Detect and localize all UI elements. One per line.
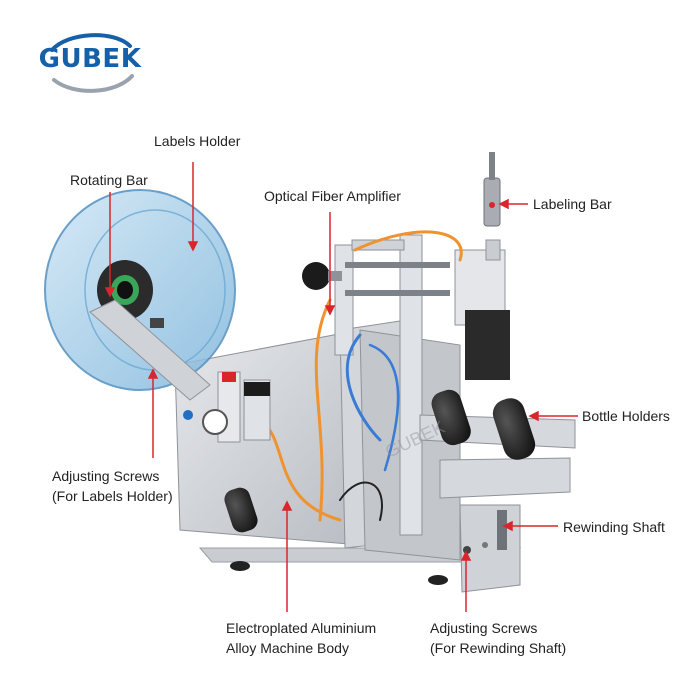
label-labeling-bar: Labeling Bar: [533, 196, 612, 212]
logo-swoosh-icon: [50, 33, 134, 93]
labels-holder-reel: [44, 189, 236, 391]
callout-lines: [104, 162, 578, 612]
bottle-holder-rollers: [224, 389, 576, 533]
label-adjusting-screws-labels-title: Adjusting Screws: [52, 468, 160, 484]
label-rewinding-shaft: Rewinding Shaft: [563, 519, 665, 535]
labeling-head: [454, 152, 510, 380]
rotating-bar-arm: [89, 299, 211, 401]
label-optical-fiber-amplifier: Optical Fiber Amplifier: [264, 188, 401, 204]
label-labels-holder: Labels Holder: [154, 133, 241, 149]
label-adjusting-screws-labels-sub: (For Labels Holder): [52, 488, 173, 504]
label-adjusting-screws-rewind-sub: (For Rewinding Shaft): [430, 640, 567, 656]
label-bottle-holders: Bottle Holders: [582, 408, 670, 424]
label-adjusting-screws-rewind-title: Adjusting Screws: [430, 620, 538, 636]
air-regulator: [183, 371, 271, 443]
label-rotating-bar: Rotating Bar: [70, 172, 148, 188]
gubek-logo: GUBEK: [38, 30, 142, 96]
rewinding-shaft: [459, 504, 521, 593]
logo-text: GUBEK: [38, 44, 142, 74]
adjust-knob: [302, 262, 342, 290]
label-body-line1: Electroplated Aluminium: [226, 620, 377, 636]
label-body-line2: Alloy Machine Body: [226, 640, 349, 656]
air-tubing: [258, 230, 463, 522]
